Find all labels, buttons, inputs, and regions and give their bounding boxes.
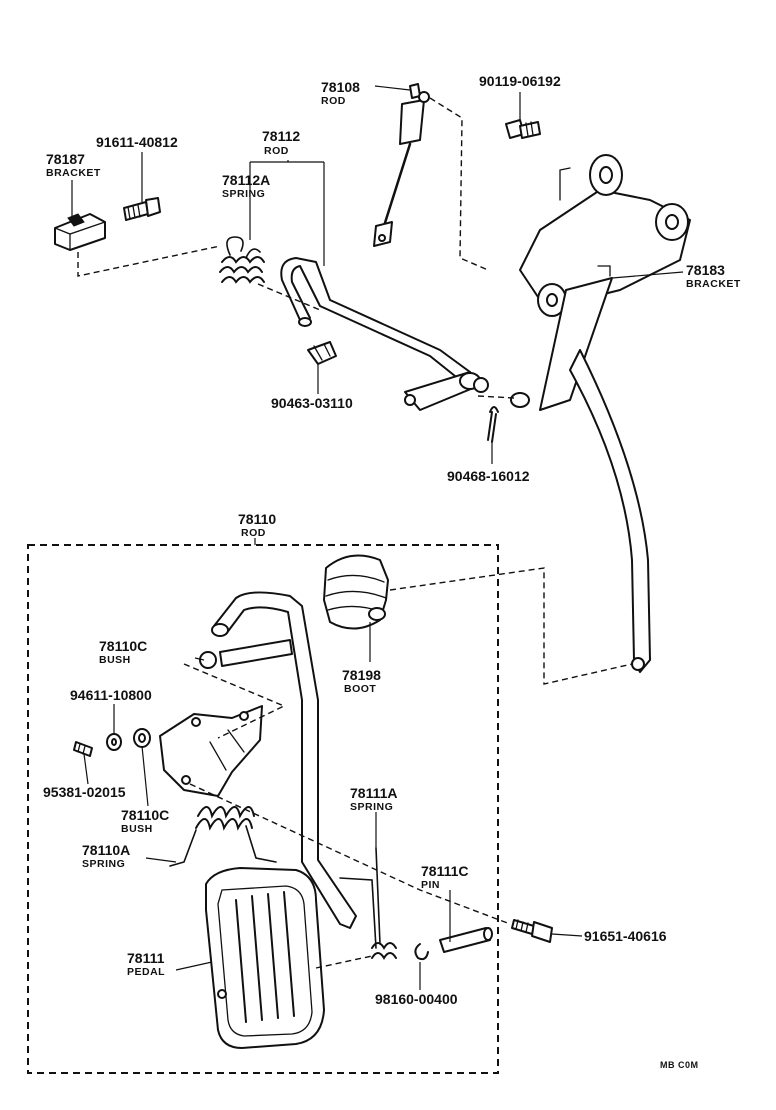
part-number: 78198 [342, 667, 381, 683]
part-number: 78108 [321, 79, 360, 95]
part-name: SPRING [350, 801, 393, 813]
rod-78110-drawing [199, 591, 357, 929]
part-number: 90119-06192 [479, 73, 561, 89]
pin-90468-16012-drawing [487, 406, 499, 443]
part-name: ROD [241, 527, 266, 539]
spring-78110A-drawing [169, 806, 277, 867]
bracket-78183-drawing [510, 154, 691, 673]
part-number: 78110 [238, 511, 276, 527]
part-name: PEDAL [127, 966, 165, 978]
assembly-boundary-box [27, 544, 499, 1074]
part-label-78110C-lower: 78110C BUSH [121, 807, 169, 835]
part-number: 78187 [46, 151, 85, 167]
part-label-78111: 78111 PEDAL [127, 950, 165, 978]
footer-code: MB C0M [660, 1060, 699, 1070]
part-label-91651-40616: 91651-40616 [584, 928, 667, 944]
part-label-78187: 78187 BRACKET [46, 151, 101, 179]
part-name: BUSH [99, 654, 131, 666]
part-name: BOOT [344, 683, 376, 695]
part-label-95381-02015: 95381-02015 [43, 784, 126, 800]
part-number: 78112A [222, 172, 270, 188]
spring-78111A-drawing [339, 847, 397, 960]
part-number: 90468-16012 [447, 468, 530, 484]
spring-78112A-drawing [219, 236, 265, 284]
clip-90463-03110-drawing [307, 341, 337, 365]
part-number: 91611-40812 [96, 134, 178, 150]
pedal-78111-drawing [205, 867, 325, 1049]
bush-78110C-lower-drawing [133, 728, 151, 748]
part-number: 95381-02015 [43, 784, 126, 800]
part-name: BUSH [121, 823, 153, 835]
bolt-90119-06192-drawing [505, 119, 541, 139]
part-label-78110C-upper: 78110C BUSH [99, 638, 147, 666]
part-number: 78112 [262, 128, 300, 144]
part-name: ROD [264, 145, 289, 157]
leader-lines [71, 85, 684, 990]
bracket-78187-drawing [54, 213, 106, 251]
bolt-91611-40812-drawing [123, 197, 161, 221]
part-label-98160-00400: 98160-00400 [375, 991, 458, 1007]
part-number: 78111C [421, 863, 469, 879]
part-name: PIN [421, 879, 440, 891]
part-label-78111C: 78111C PIN [421, 863, 469, 891]
part-label-94611-10800: 94611-10800 [70, 687, 152, 703]
boot-78198-drawing [323, 554, 389, 630]
part-label-78110: 78110 ROD [238, 511, 276, 539]
part-number: 78110A [82, 842, 130, 858]
pedal-bracket-plate-drawing [159, 705, 263, 797]
part-number: 78111A [350, 785, 398, 801]
bolt-95381-02015-drawing [73, 741, 93, 757]
part-number: 94611-10800 [70, 687, 152, 703]
part-name: BRACKET [686, 278, 741, 290]
part-label-78112A: 78112A SPRING [222, 172, 270, 200]
part-number: 78111 [127, 950, 165, 966]
part-label-90463-03110: 90463-03110 [271, 395, 353, 411]
pin-78111C-drawing [439, 927, 493, 953]
bolt-91651-40616-drawing [511, 919, 553, 943]
part-label-90468-16012: 90468-16012 [447, 468, 530, 484]
part-label-78198: 78198 BOOT [342, 667, 381, 695]
rod-78108-drawing [373, 83, 430, 247]
part-name: SPRING [82, 858, 125, 870]
washer-94611-10800-drawing [106, 733, 122, 751]
part-label-90119-06192: 90119-06192 [479, 73, 561, 89]
rod-78112-drawing [280, 257, 489, 411]
part-number: 78183 [686, 262, 725, 278]
part-name: BRACKET [46, 167, 101, 179]
part-label-78111A: 78111A SPRING [350, 785, 398, 813]
clip-98160-00400-drawing [414, 943, 429, 961]
part-label-78112: 78112 ROD [262, 128, 300, 157]
part-number: 78110C [121, 807, 169, 823]
part-label-78108: 78108 ROD [321, 79, 360, 107]
part-number: 98160-00400 [375, 991, 458, 1007]
part-name: SPRING [222, 188, 265, 200]
part-label-78183: 78183 BRACKET [686, 262, 741, 290]
part-number: 90463-03110 [271, 395, 353, 411]
part-label-78110A: 78110A SPRING [82, 842, 130, 870]
part-label-91611-40812: 91611-40812 [96, 134, 178, 150]
part-number: 91651-40616 [584, 928, 667, 944]
part-number: 78110C [99, 638, 147, 654]
connection-lines [77, 97, 633, 969]
part-name: ROD [321, 95, 346, 107]
